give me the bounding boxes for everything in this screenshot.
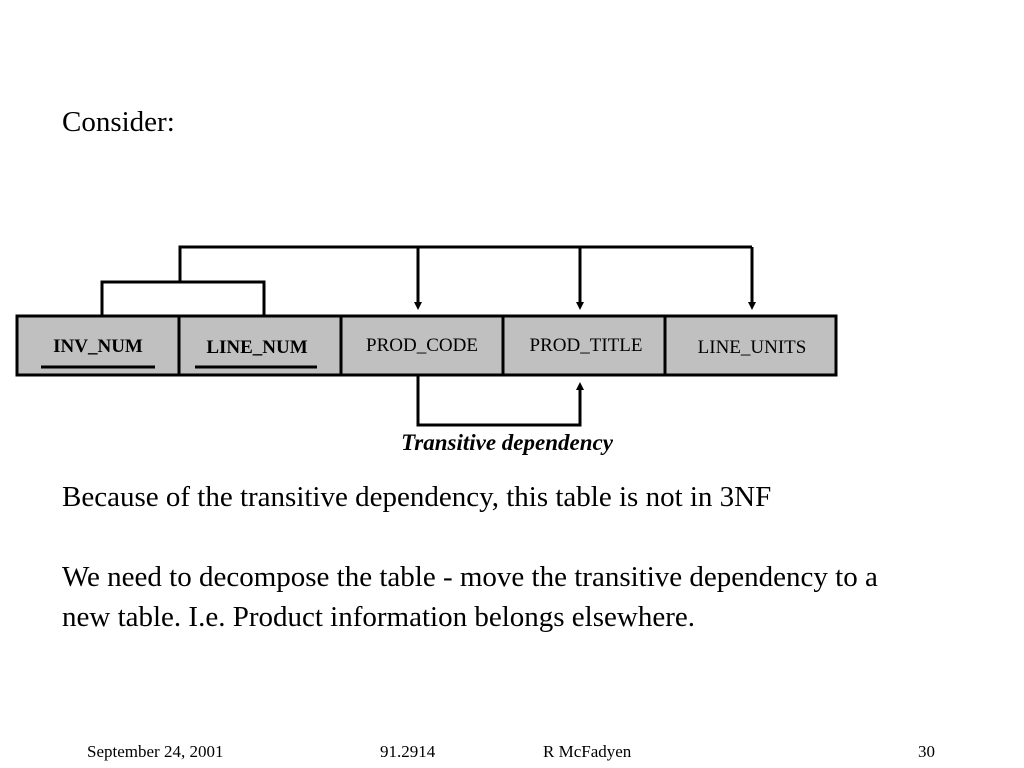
attribute-line-units: LINE_UNITS — [663, 314, 838, 377]
attribute-label: PROD_TITLE — [530, 335, 643, 356]
attribute-row: INV_NUM LINE_NUM PROD_CODE PROD_TITLE LI… — [15, 314, 838, 377]
transitive-dependency-arrow — [416, 375, 584, 427]
slide-heading: Consider: — [62, 106, 175, 138]
attribute-label: LINE_NUM — [206, 337, 307, 358]
attribute-label: LINE_UNITS — [698, 337, 807, 358]
footer-author: R McFadyen — [543, 742, 632, 761]
footer-course: 91.2914 — [380, 742, 436, 761]
attribute-inv-num: INV_NUM — [15, 314, 181, 377]
paragraph-3nf-statement: Because of the transitive dependency, th… — [62, 481, 772, 513]
footer-page-number: 30 — [918, 742, 935, 761]
attribute-line-num: LINE_NUM — [177, 314, 343, 377]
attribute-label: PROD_CODE — [366, 335, 478, 356]
full-dependency-arrows — [178, 245, 756, 310]
attribute-prod-title: PROD_TITLE — [501, 314, 667, 377]
footer-date: September 24, 2001 — [87, 742, 224, 761]
composite-key-bracket — [100, 280, 266, 316]
attribute-prod-code: PROD_CODE — [339, 314, 505, 377]
transitive-dependency-caption: Transitive dependency — [401, 430, 614, 455]
attribute-label: INV_NUM — [53, 336, 143, 357]
dependency-diagram: INV_NUM LINE_NUM PROD_CODE PROD_TITLE LI… — [15, 245, 838, 455]
paragraph-decompose: We need to decompose the table - move th… — [62, 561, 878, 633]
